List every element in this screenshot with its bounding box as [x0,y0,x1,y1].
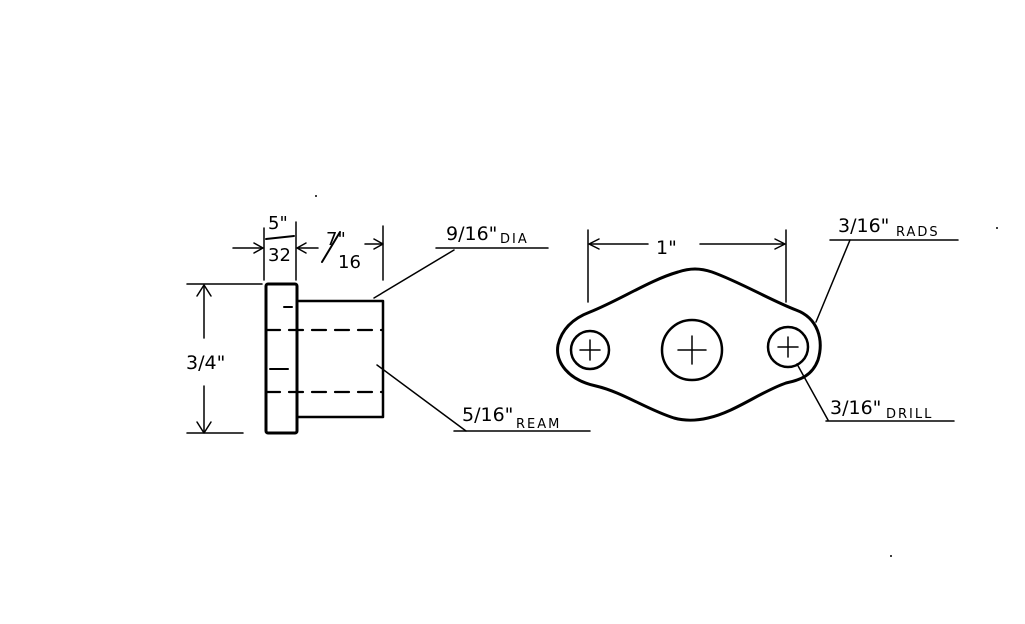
drill-text: DRILL [886,407,933,422]
bore-text: REAM [516,417,561,432]
left-bolt-hole [569,329,611,371]
boss-diameter-value: 9/16" [446,223,497,245]
flange-outline [264,282,299,435]
arrowhead [588,238,600,250]
flange-thickness-denominator: 32 [268,245,291,266]
flange-thickness-numerator: 5" [268,213,288,234]
scan-speck [890,555,892,557]
leader-line [796,363,829,421]
center-bore-hole [660,318,724,382]
fraction-bar [321,231,341,263]
arrowhead [196,284,212,297]
side-view: 5" 32 7" 16 3/4" 9/16" DIA 5/16" REAM [186,213,591,435]
fraction-bar [265,235,295,240]
flange-plate-outline [556,267,822,422]
height-dimension-label: 3/4" [186,352,225,374]
radius-text: RADS [896,225,940,240]
boss-outline [295,299,385,419]
arrowhead [373,238,384,250]
hole-spacing-label: 1" [656,237,677,259]
arrowhead [196,421,212,434]
drill-value: 3/16" [830,397,881,419]
scan-speck [996,227,998,229]
arrowhead [774,238,786,250]
bore-value: 5/16" [462,404,513,426]
leader-line [815,239,851,323]
leader-line [376,364,467,432]
right-bolt-hole [766,325,810,369]
scan-speck [315,195,317,197]
leader-line [373,249,455,299]
front-view: 1" 3/16" RADS 3/16" DRILL [556,215,959,422]
boss-length-denominator: 16 [338,252,361,273]
arrowhead [253,242,264,254]
arrowhead [296,242,307,254]
boss-diameter-text: DIA [500,232,529,247]
radius-value: 3/16" [838,215,889,237]
